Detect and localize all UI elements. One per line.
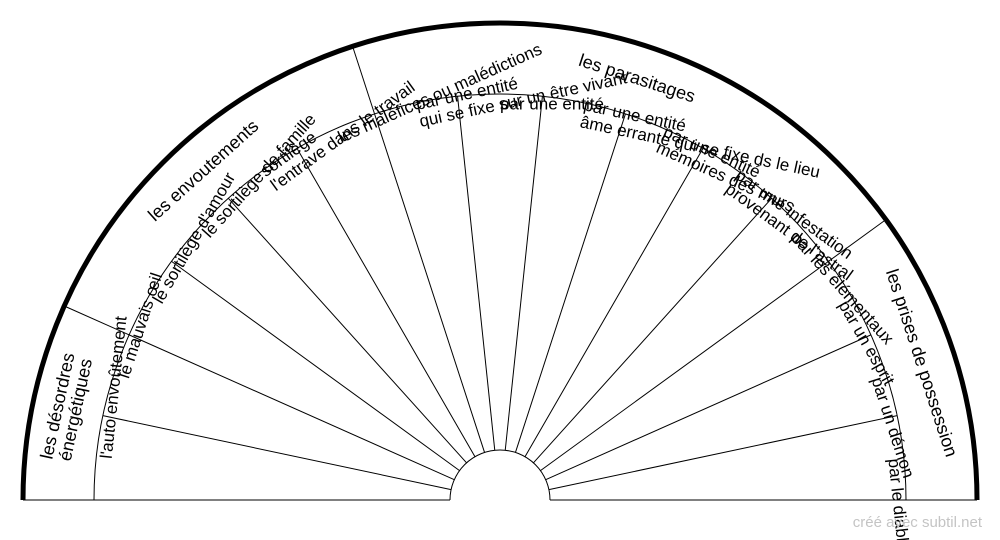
sector-divider: [545, 334, 872, 481]
sector-divider: [533, 197, 773, 464]
group-divider: [828, 219, 887, 262]
group-label: les désordresénergétiques: [36, 351, 96, 465]
sector-divider: [524, 148, 704, 457]
sector-divider: [540, 260, 829, 472]
sector-divider: [457, 96, 496, 451]
sector-divider: [296, 148, 476, 457]
chart-lines: [20, 20, 980, 501]
sector-arc: [93, 93, 907, 501]
sector-divider: [504, 96, 543, 451]
credit-text: créé avec subtil.net: [852, 514, 982, 531]
group-divider: [64, 305, 130, 336]
sector-label: par une infestationprovenant de l'astral: [722, 165, 867, 284]
hub-arc: [449, 449, 551, 501]
outer-arc: [20, 20, 980, 501]
sector-label: par une entité: [500, 95, 604, 114]
sector-divider: [171, 260, 460, 472]
sector-divider: [227, 197, 467, 464]
sector-label: l'auto envoûtement: [97, 315, 131, 460]
group-divider: [352, 46, 376, 115]
sector-divider: [102, 415, 452, 491]
sector-divider: [128, 334, 455, 481]
sector-divider: [548, 415, 898, 491]
sector-divider: [514, 113, 626, 453]
sector-divider: [374, 113, 486, 453]
